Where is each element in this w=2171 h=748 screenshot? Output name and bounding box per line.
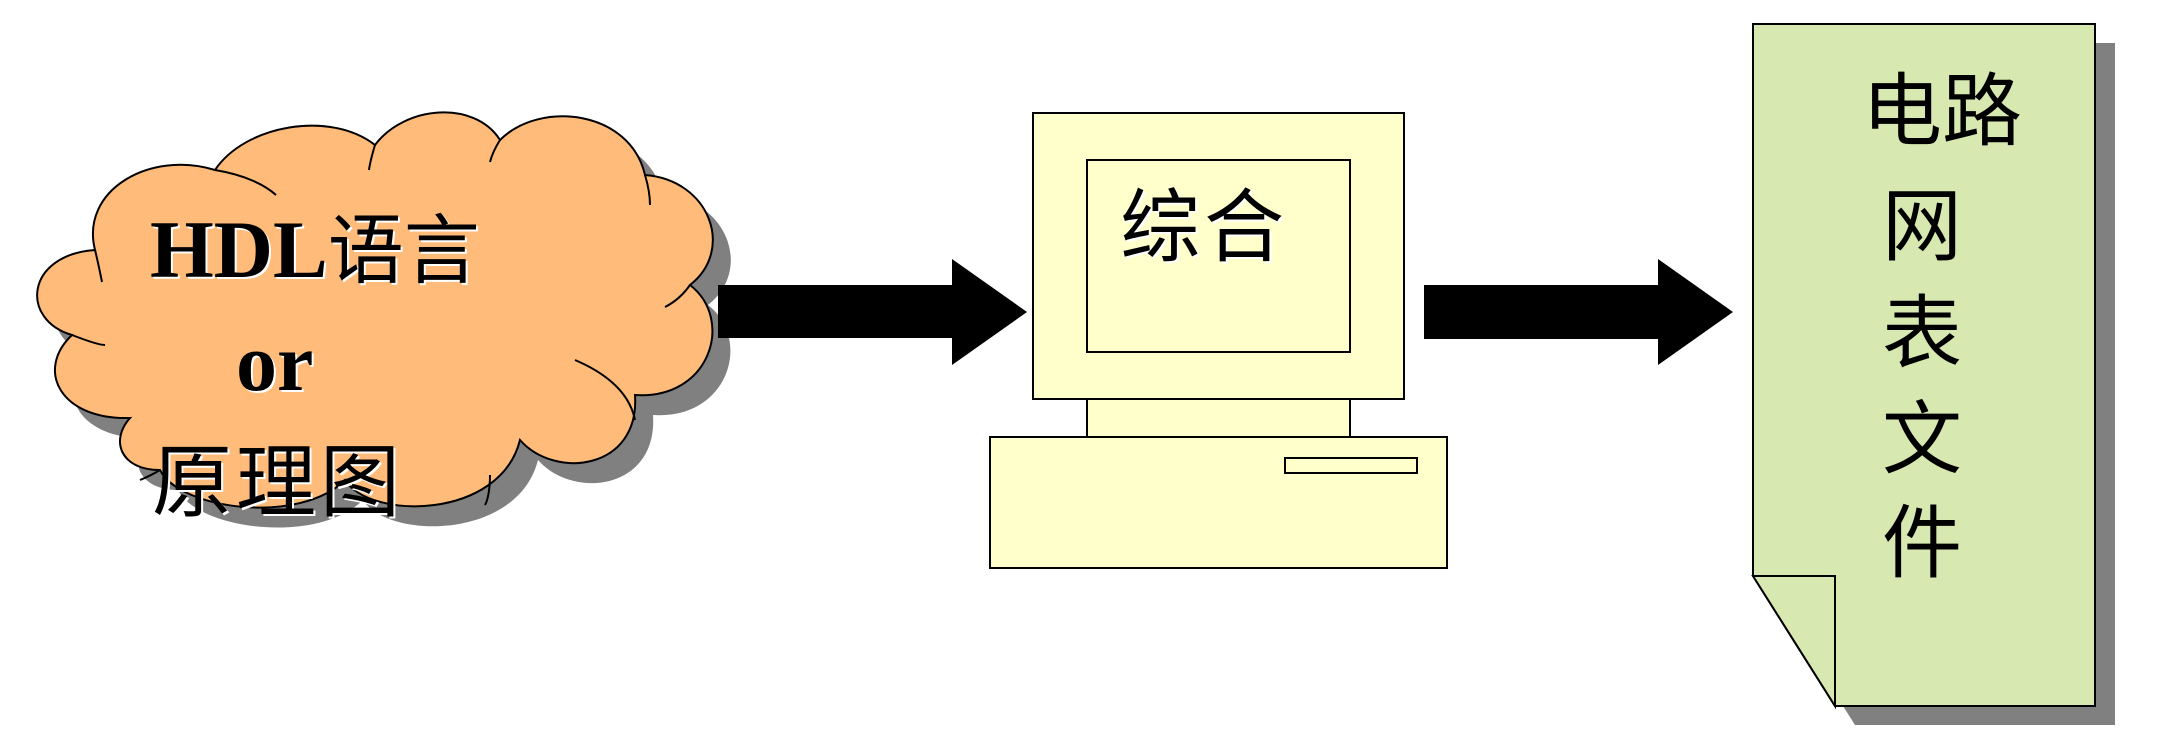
computer-neck [1086, 398, 1351, 438]
output-label-line5: 件 [1882, 497, 1962, 590]
output-label-line1: 电路 [1862, 65, 2022, 158]
right-arrow-icon [718, 259, 1027, 365]
document-fold [1751, 575, 1836, 710]
computer-drive-slot [1284, 457, 1418, 474]
computer-screen [1086, 159, 1351, 353]
source-label-or: or [236, 317, 314, 408]
computer-icon [989, 112, 1448, 569]
hdl-text: HDL [150, 204, 328, 295]
output-label-line3: 表 [1882, 287, 1962, 380]
source-label-line1: HDL语言 [150, 205, 480, 296]
process-label: 综合 [1120, 181, 1288, 274]
computer-base [989, 436, 1448, 569]
cloud-shape [36, 111, 714, 509]
right-arrow-icon [1424, 259, 1733, 365]
output-label-line2: 网 [1882, 180, 1962, 273]
document-icon [1752, 23, 2096, 707]
language-text: 语言 [327, 206, 480, 295]
output-label-line4: 文 [1882, 393, 1962, 486]
source-label-schematic: 原理图 [152, 436, 404, 529]
